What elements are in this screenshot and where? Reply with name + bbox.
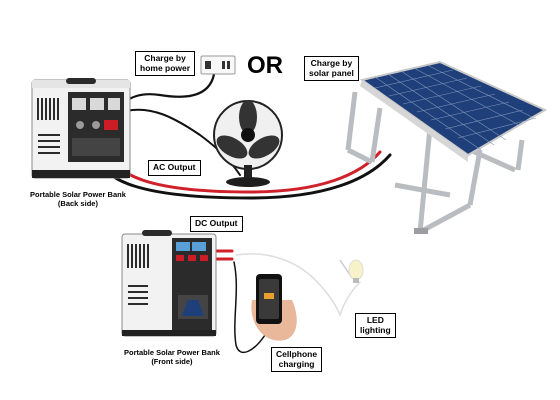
led-bulb xyxy=(339,259,364,283)
ac-output-label: AC Output xyxy=(148,160,201,176)
usb-cable-phone xyxy=(233,261,266,354)
cellphone-charging-label: Cellphone charging xyxy=(271,347,323,372)
charge-by-home-power-label: Charge by home power xyxy=(135,51,196,76)
back-side-caption: Portable Solar Power Bank (Back side) xyxy=(30,190,126,208)
or-label: OR xyxy=(247,52,283,79)
usb-cable-led xyxy=(235,253,361,318)
wall-socket xyxy=(200,55,236,75)
charge-by-solar-panel-label: Charge by solar panel xyxy=(304,56,359,81)
home-power-cable xyxy=(120,72,216,107)
cellphone xyxy=(251,274,297,341)
power-bank-front xyxy=(121,230,217,337)
solar-panel xyxy=(345,60,548,235)
dc-output-label: DC Output xyxy=(190,216,243,232)
front-side-caption: Portable Solar Power Bank (Front side) xyxy=(124,348,220,366)
led-lighting-label: LED lighting xyxy=(355,313,396,338)
power-bank-back xyxy=(31,78,131,179)
fan xyxy=(213,100,283,187)
